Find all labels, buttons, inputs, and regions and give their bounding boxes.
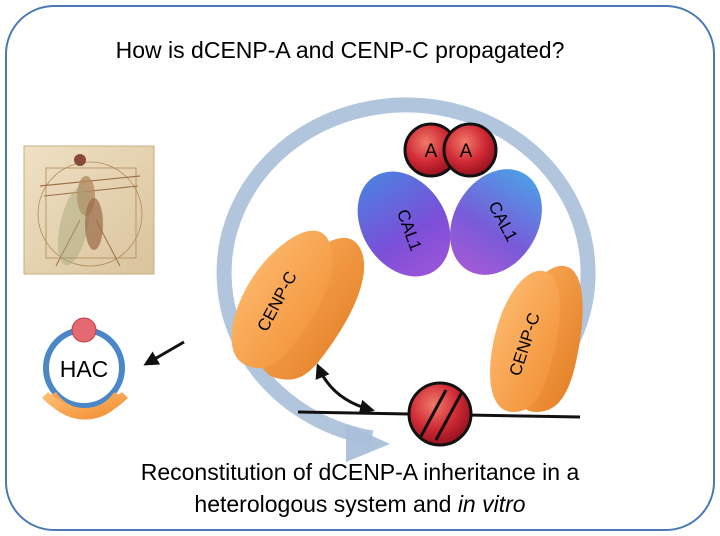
- footer-line-1: Reconstitution of dCENP-A inheritance in…: [141, 459, 580, 485]
- cenpa-nucleosome-dna: [407, 381, 473, 447]
- cenpc-left: CENP-C: [231, 230, 365, 380]
- hac-cenpc-arc: [42, 392, 128, 419]
- cenpc-right: CENP-C: [490, 265, 583, 412]
- cal1-left: CAL1: [357, 171, 451, 277]
- cal1-right: CAL1: [450, 169, 542, 275]
- footer-line-2-plain: heterologous system and: [194, 491, 457, 517]
- pointer-arrow: [143, 340, 185, 366]
- cenpa-nucleosome-right: A: [442, 122, 498, 178]
- hac-label: HAC: [60, 356, 109, 382]
- double-headed-arrow: [315, 363, 375, 415]
- page-title: How is dCENP-A and CENP-C propagated?: [116, 37, 565, 63]
- footer-line-2: heterologous system and in vitro: [194, 491, 525, 517]
- hac-centromere-dot: [71, 317, 97, 343]
- nucleosome-a-left-label: A: [425, 141, 438, 162]
- vitruvian-fly-image: [23, 145, 155, 275]
- footer-line-2-italic: in vitro: [458, 491, 526, 517]
- nucleosome-a-right-label: A: [460, 141, 473, 162]
- hac-chromosome: HAC: [42, 317, 128, 420]
- cycle-arrow-head: [346, 424, 390, 462]
